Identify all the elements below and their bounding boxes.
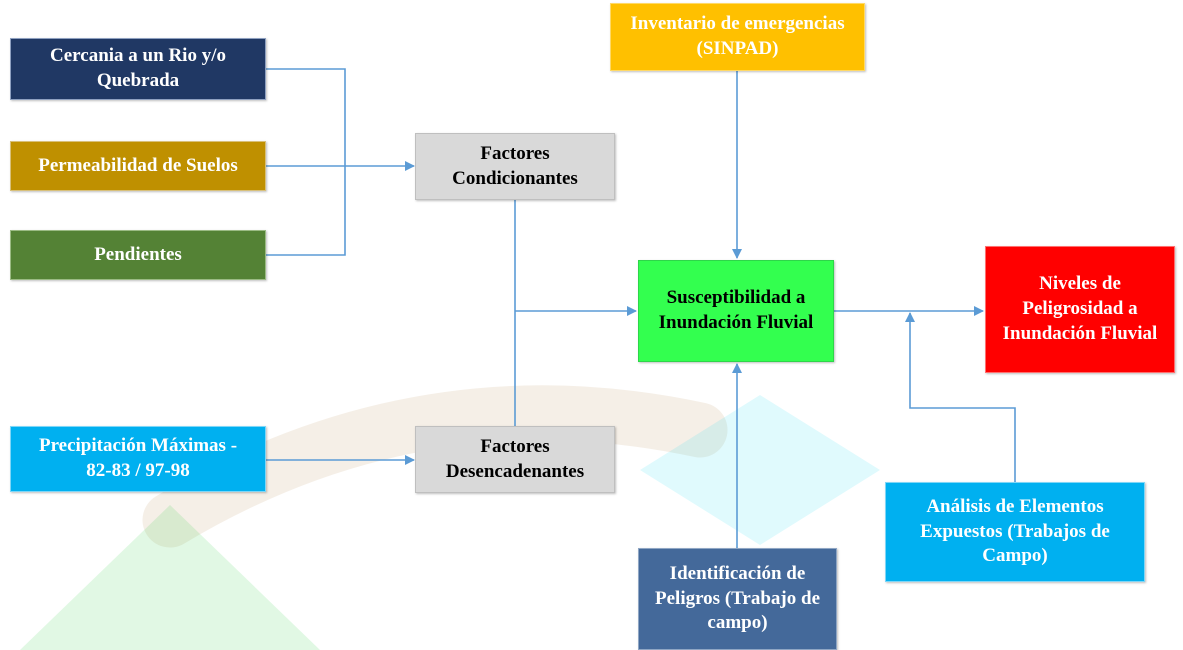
node-identificacion-peligros: Identificación de Peligros (Trabajo de c… bbox=[638, 548, 837, 650]
node-factores-desencadenantes: Factores Desencadenantes bbox=[415, 426, 615, 493]
link-rio-to-bus bbox=[266, 68, 346, 166]
link-pendientes-to-bus bbox=[266, 166, 346, 256]
node-susceptibilidad-inundacion-text: Susceptibilidad a Inundación Fluvial bbox=[658, 287, 814, 333]
node-factores-condicionantes-text: Factores Condicionantes bbox=[452, 142, 578, 189]
node-inventario-emergencias-text: Inventario de emergencias (SINPAD) bbox=[630, 13, 845, 59]
node-permeabilidad-suelos: Permeabilidad de Suelos bbox=[10, 141, 266, 191]
node-identificacion-peligros-text: Identificación de Peligros (Trabajo de c… bbox=[655, 562, 820, 634]
node-analisis-elementos-expuestos: Análisis de Elementos Expuestos (Trabajo… bbox=[885, 482, 1145, 582]
watermark-green-triangle bbox=[20, 505, 320, 650]
link-analisis-to-main bbox=[905, 312, 1016, 482]
node-precipitacion-maximas: Precipitación Máximas - 82-83 / 97-98 bbox=[10, 426, 266, 492]
node-factores-condicionantes: Factores Condicionantes bbox=[415, 133, 615, 200]
node-permeabilidad-suelos-text: Permeabilidad de Suelos bbox=[38, 154, 238, 176]
node-precipitacion-maximas-text: Precipitación Máximas - 82-83 / 97-98 bbox=[38, 435, 238, 481]
node-cercania-rio: Cercania a un Rio y/o Quebrada bbox=[10, 38, 266, 100]
node-niveles-peligrosidad: Niveles de Peligrosidad a Inundación Flu… bbox=[985, 246, 1175, 373]
node-niveles-peligrosidad-text: Niveles de Peligrosidad a Inundación Flu… bbox=[1002, 273, 1158, 344]
node-analisis-elementos-expuestos-text: Análisis de Elementos Expuestos (Trabajo… bbox=[920, 495, 1110, 567]
node-inventario-emergencias: Inventario de emergencias (SINPAD) bbox=[610, 3, 865, 71]
node-susceptibilidad-inundacion: Susceptibilidad a Inundación Fluvial bbox=[638, 260, 834, 362]
node-pendientes: Pendientes bbox=[10, 230, 266, 280]
node-cercania-rio-text: Cercania a un Rio y/o Quebrada bbox=[50, 45, 226, 91]
watermark-cyan-diamond bbox=[640, 395, 880, 545]
node-pendientes-text: Pendientes bbox=[94, 243, 182, 265]
node-factores-desencadenantes-text: Factores Desencadenantes bbox=[445, 435, 585, 482]
